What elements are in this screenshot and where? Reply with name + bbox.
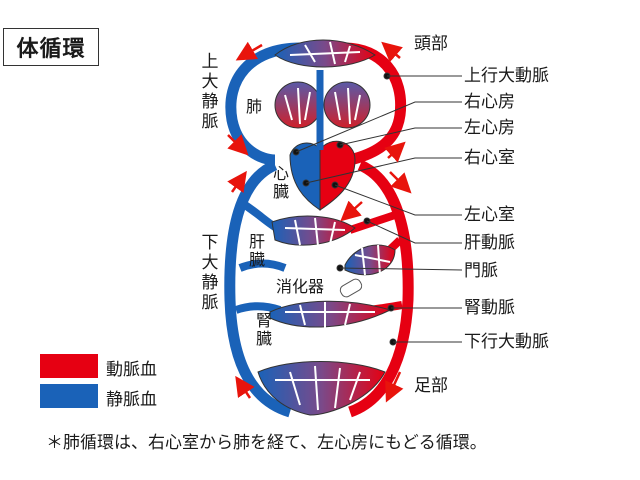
callout-descending-aorta: 下行大動脈	[464, 332, 549, 352]
flow-arrows	[227, 41, 412, 403]
callout-renal-artery: 腎動脈	[464, 298, 515, 318]
legend-arterial-label: 動脈血	[106, 360, 157, 380]
lung-label: 肺	[246, 97, 263, 116]
legend-venous-label: 静脈血	[106, 390, 157, 410]
legend-venous-swatch	[40, 384, 98, 408]
callout-portal-vein: 門脈	[464, 261, 498, 281]
digestive-organs-label: 消化器	[276, 277, 325, 296]
diagram-title: 体循環	[3, 28, 99, 66]
leg-capillary-bed	[257, 361, 386, 416]
liver-label: 肝 臓	[248, 232, 265, 269]
callout-left-atrium: 左心房	[464, 118, 515, 138]
callout-left-ventricle: 左心室	[464, 205, 515, 225]
vena-cava-vessels	[224, 42, 301, 418]
callout-right-atrium: 右心房	[464, 92, 515, 112]
head-capillary-bed	[274, 39, 376, 68]
digestive-capillary-bed	[339, 244, 396, 298]
legend-arterial-swatch	[40, 354, 98, 378]
superior-vena-cava-label: 上 大 静 脈	[201, 52, 219, 132]
callout-hepatic-artery: 肝動脈	[464, 233, 515, 253]
heart-label: 心 臓	[272, 164, 289, 201]
callout-leader-lines	[292, 72, 463, 346]
liver-capillary-bed	[271, 215, 356, 247]
inferior-vena-cava-label: 下 大 静 脈	[201, 233, 219, 313]
kidney-capillary-bed	[269, 300, 392, 328]
callout-ascending-aorta: 上行大動脈	[464, 66, 549, 86]
legs-region-label: 足部	[414, 376, 448, 396]
kidney-label: 腎 臓	[255, 311, 272, 348]
lung-capillaries	[274, 81, 371, 129]
callout-right-ventricle: 右心室	[464, 148, 515, 168]
footnote-caption: ＊肺循環は、右心室から肺を経て、左心房にもどる循環。	[46, 433, 487, 453]
head-region-label: 頭部	[414, 34, 448, 54]
